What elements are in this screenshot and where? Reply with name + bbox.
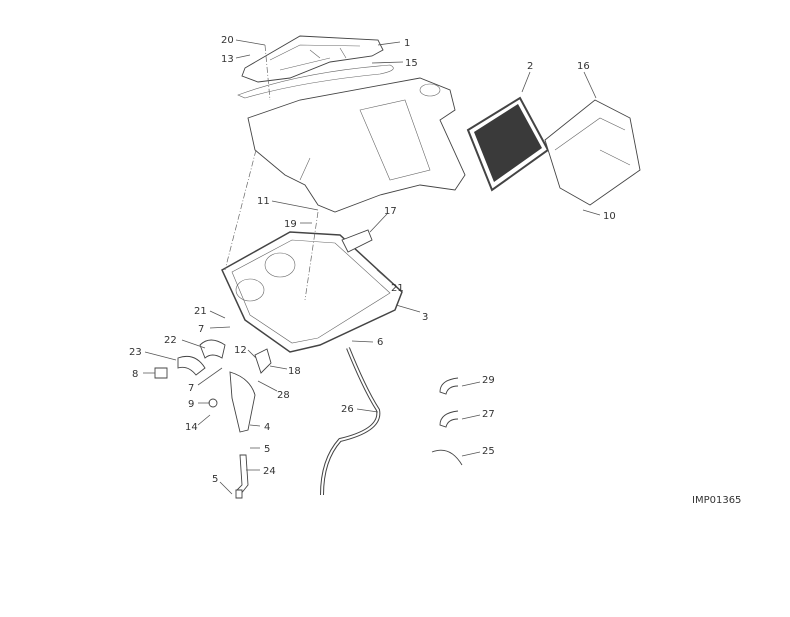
frame-part xyxy=(247,77,466,213)
callout-24: 24 xyxy=(263,466,276,477)
air-duct-part xyxy=(544,99,641,206)
leader-lines xyxy=(143,39,601,495)
callout-11: 11 xyxy=(257,196,270,207)
callout-23: 23 xyxy=(129,347,142,358)
callout-20: 20 xyxy=(221,35,234,46)
assembly-line xyxy=(224,44,319,301)
callout-2: 2 xyxy=(527,61,533,72)
callout-13: 13 xyxy=(221,54,234,65)
callout-1: 1 xyxy=(404,38,410,49)
callout-27: 27 xyxy=(482,409,495,420)
callout-4: 4 xyxy=(264,422,270,433)
callout-12: 12 xyxy=(234,345,247,356)
intake-cover-part xyxy=(237,35,394,99)
airbox-part xyxy=(221,231,403,353)
callout-15: 15 xyxy=(405,58,418,69)
callout-5b: 5 xyxy=(212,474,218,485)
callout-21a: 21 xyxy=(391,283,404,294)
callout-8: 8 xyxy=(132,369,138,380)
callout-3: 3 xyxy=(422,312,428,323)
air-filter-part xyxy=(466,96,550,192)
callout-22: 22 xyxy=(164,335,177,346)
callout-28: 28 xyxy=(277,390,290,401)
callout-6: 6 xyxy=(377,337,383,348)
callout-17: 17 xyxy=(384,206,397,217)
callout-29: 29 xyxy=(482,375,495,386)
callout-18: 18 xyxy=(288,366,301,377)
callout-14: 14 xyxy=(185,422,198,433)
callout-7a: 7 xyxy=(198,324,204,335)
callout-25: 25 xyxy=(482,446,495,457)
callout-16: 16 xyxy=(577,61,590,72)
callout-5a: 5 xyxy=(264,444,270,455)
drawing-code: IMP01365 xyxy=(692,495,741,506)
hose-part xyxy=(320,347,381,496)
sensor-part xyxy=(341,229,373,253)
callout-10: 10 xyxy=(603,211,616,222)
callout-21b: 21 xyxy=(194,306,207,317)
callout-labels: 20 13 1 15 2 16 10 11 19 17 21 3 21 7 22… xyxy=(129,35,616,485)
callout-9: 9 xyxy=(188,399,194,410)
callout-7b: 7 xyxy=(188,383,194,394)
clamps-part xyxy=(431,377,463,466)
callout-19: 19 xyxy=(284,219,297,230)
callout-26: 26 xyxy=(341,404,354,415)
breather-parts xyxy=(154,339,272,499)
